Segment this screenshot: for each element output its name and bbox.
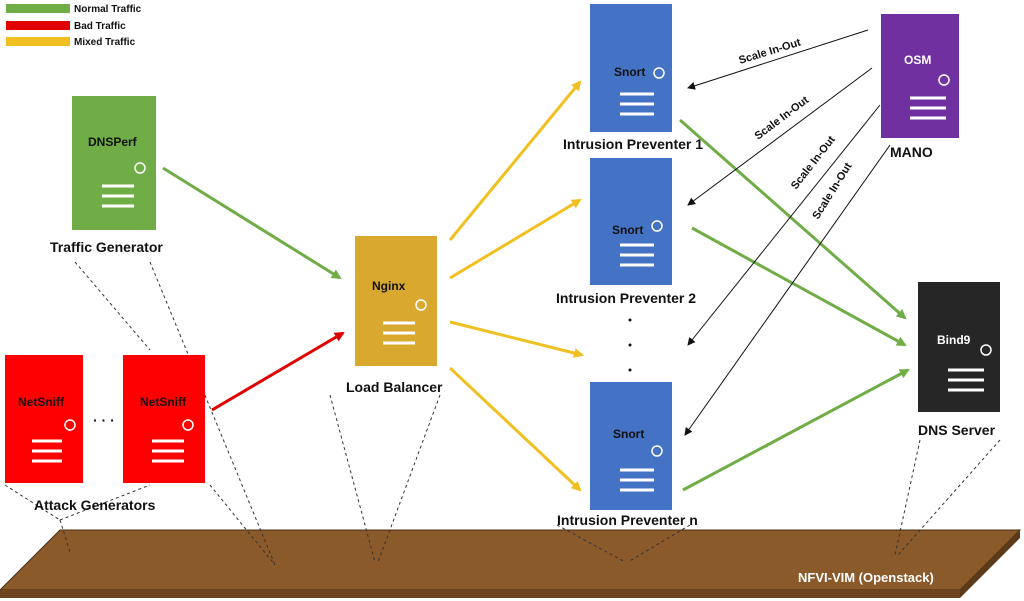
server-name: Bind9 xyxy=(937,333,971,347)
arrow-nginx-to-snort1 xyxy=(448,80,582,241)
scale-arrows xyxy=(684,29,891,436)
legend: Normal Traffic Bad Traffic Mixed Traffic xyxy=(6,4,142,48)
server-name: NetSniff xyxy=(140,395,187,409)
caption-intrusion-preventer-1: Intrusion Preventer 1 xyxy=(563,136,703,152)
scale-arrow-2 xyxy=(687,67,873,206)
scale-arrow-4 xyxy=(684,144,891,436)
power-icon xyxy=(64,419,76,431)
server-name: Snort xyxy=(613,427,644,441)
power-icon xyxy=(653,67,665,79)
drive-bays-icon xyxy=(152,439,184,463)
traffic-arrows xyxy=(162,80,910,492)
caption-traffic-generator: Traffic Generator xyxy=(50,239,163,255)
arrow-snort1-to-bind9 xyxy=(679,118,907,320)
power-icon xyxy=(938,74,950,86)
platform: NFVI-VIM (Openstack) xyxy=(0,529,1022,598)
legend-swatch-normal xyxy=(6,4,70,13)
power-icon xyxy=(651,220,663,232)
arrow-nginx-to-snort2 xyxy=(449,198,582,280)
arrow-snort2-to-bind9 xyxy=(691,226,907,347)
server-name: NetSniff xyxy=(18,395,65,409)
legend-label-mixed: Mixed Traffic xyxy=(74,37,136,48)
caption-dns-server: DNS Server xyxy=(918,422,996,438)
legend-label-normal: Normal Traffic xyxy=(74,4,142,15)
server-snort-n[interactable]: Snort xyxy=(590,382,672,510)
vertical-ellipsis xyxy=(628,318,632,372)
drive-bays-icon xyxy=(383,321,415,345)
arrow-nginx-to-middle xyxy=(449,320,584,358)
caption-mano: MANO xyxy=(890,144,933,160)
server-bind9[interactable]: Bind9 xyxy=(918,282,1000,412)
scale-arrow-3 xyxy=(687,104,881,346)
server-snort-1[interactable]: Snort xyxy=(590,4,672,132)
caption-load-balancer: Load Balancer xyxy=(346,379,443,395)
legend-swatch-mixed xyxy=(6,37,70,46)
caption-intrusion-preventer-n: Intrusion Preventer n xyxy=(557,512,698,528)
arrow-dnsperf-to-nginx xyxy=(162,166,342,280)
server-name: Nginx xyxy=(372,279,406,293)
caption-attack-generators: Attack Generators xyxy=(34,497,156,513)
arrow-nginx-to-snortn xyxy=(448,366,582,492)
scale-label-4: Scale In-Out xyxy=(810,161,854,222)
drive-bays-icon xyxy=(620,92,654,116)
scale-labels: Scale In-Out Scale In-Out Scale In-Out S… xyxy=(737,37,854,222)
drive-bays-icon xyxy=(32,439,62,463)
drive-bays-icon xyxy=(910,96,946,120)
drive-bays-icon xyxy=(620,468,654,492)
power-icon xyxy=(651,445,663,457)
server-netsniff-2[interactable]: NetSniff xyxy=(123,355,205,483)
legend-swatch-bad xyxy=(6,21,70,30)
platform-label: NFVI-VIM (Openstack) xyxy=(798,570,934,585)
drive-bays-icon xyxy=(948,368,984,392)
power-icon xyxy=(134,162,146,174)
server-name: Snort xyxy=(612,223,643,237)
arrow-netsniff-to-nginx xyxy=(211,331,345,412)
legend-label-bad: Bad Traffic xyxy=(74,21,126,32)
scale-arrow-1 xyxy=(687,29,869,90)
server-osm[interactable]: OSM xyxy=(881,14,959,138)
platform-links xyxy=(4,261,1001,566)
server-name: Snort xyxy=(614,65,645,79)
power-icon xyxy=(182,419,194,431)
attack-ellipsis: · · · xyxy=(93,412,115,428)
server-dnsperf[interactable]: DNSPerf xyxy=(72,96,156,230)
server-name: DNSPerf xyxy=(88,135,138,149)
server-snort-2[interactable]: Snort xyxy=(590,158,672,285)
power-icon xyxy=(980,344,992,356)
power-icon xyxy=(415,299,427,311)
scale-label-1: Scale In-Out xyxy=(737,37,802,67)
drive-bays-icon xyxy=(620,243,654,267)
server-nginx[interactable]: Nginx xyxy=(355,236,437,366)
drive-bays-icon xyxy=(102,184,134,208)
caption-intrusion-preventer-2: Intrusion Preventer 2 xyxy=(556,290,696,306)
server-netsniff-1[interactable]: NetSniff xyxy=(5,355,83,483)
server-name: OSM xyxy=(904,53,931,67)
arrow-snortn-to-bind9 xyxy=(682,368,910,492)
